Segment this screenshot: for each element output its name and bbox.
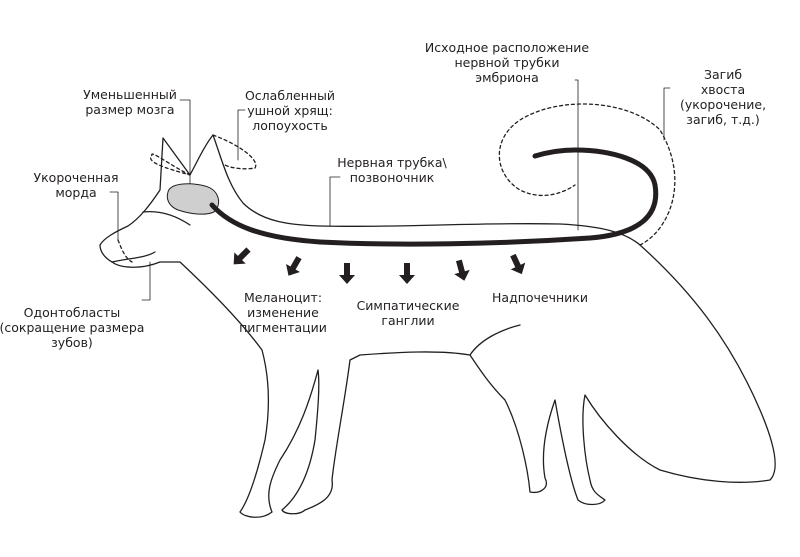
arrow-icon [233,247,251,265]
label-brain: Уменьшенный размер мозга [83,87,177,117]
label-muzzle: Укороченная морда [33,170,119,200]
label-embryo-tube: Исходное расположение нервной трубки эмб… [424,40,590,85]
label-odontoblasts: Одонтобласты (сокращение размера зубов) [0,305,145,350]
arrow-icon [339,263,355,284]
fox-outline [99,134,776,518]
arrow-icon [399,263,415,284]
label-neural-tube: Нервная трубка\ позвоночник [337,155,447,185]
arrow-icon [286,256,302,276]
neural-tube [209,147,659,247]
arrow-icon [510,253,526,275]
jaw-line [111,251,156,263]
label-adrenal: Надпочечники [492,290,588,305]
short-muzzle-dashed [117,239,133,263]
floppy-ear-dashed [149,153,191,176]
eye-line [142,210,191,226]
arrow-icon [454,259,470,281]
label-ganglia: Симпатические ганглии [356,298,460,328]
brain [166,183,220,215]
arrows [233,247,526,284]
label-ear: Ослабленный ушной хрящ: лопоухость [244,88,336,133]
label-melanocyte: Меланоцит: изменение пигментации [239,290,327,335]
label-tail: Загиб хвоста (укорочение, загиб, т.д.) [679,67,767,127]
